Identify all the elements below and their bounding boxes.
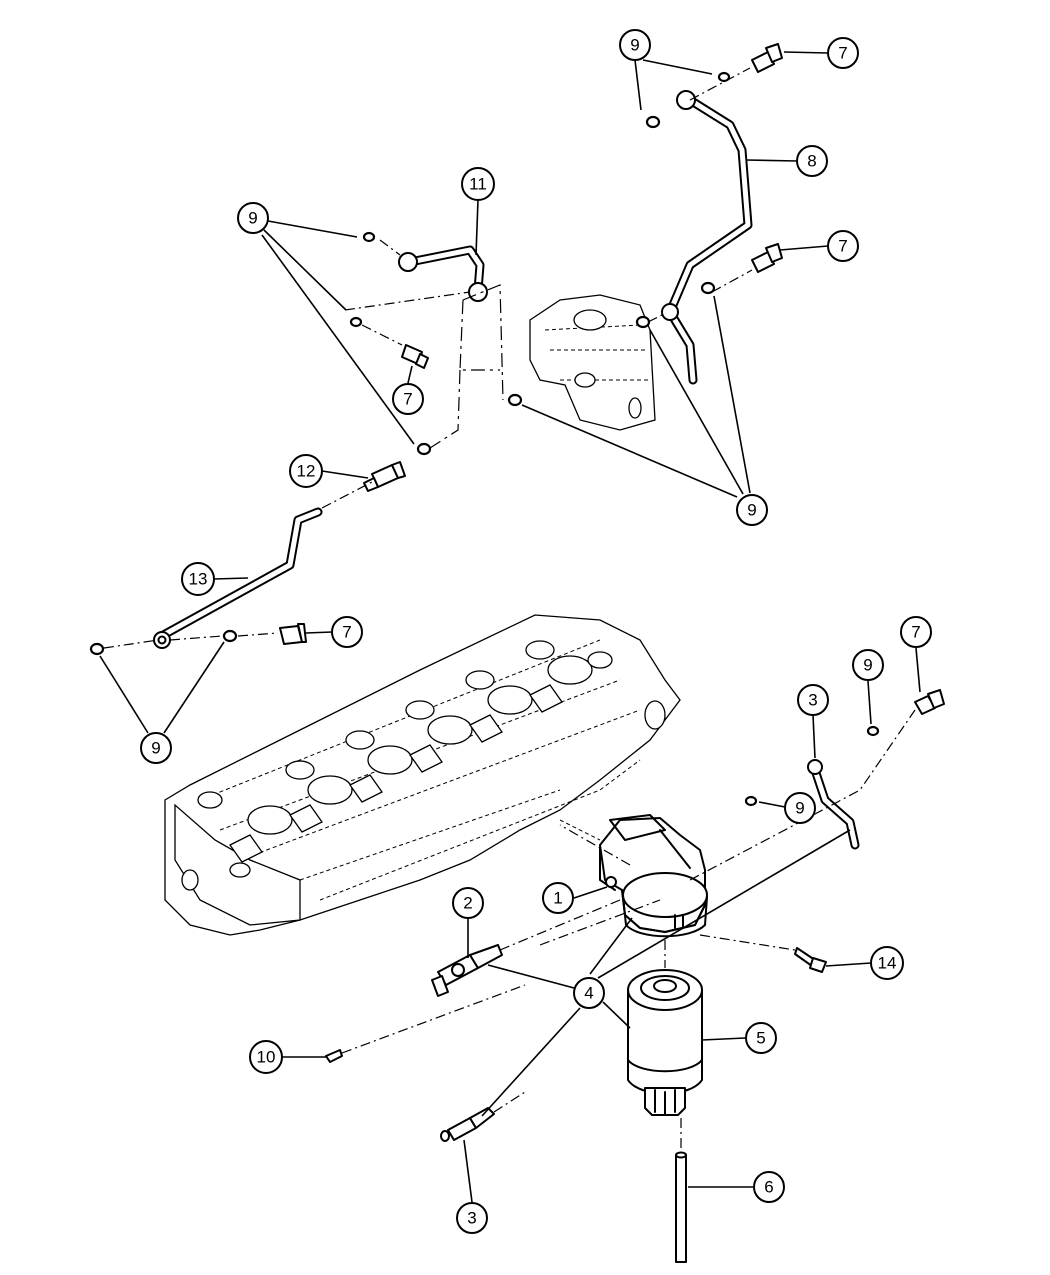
injection-pump xyxy=(529,294,656,431)
washer-9-right-lower xyxy=(744,795,758,807)
washer-9-left-a xyxy=(89,642,105,656)
callout-3-upper: 3 xyxy=(797,684,829,716)
callout-12: 12 xyxy=(289,454,323,488)
callout-5-label: 5 xyxy=(756,1029,765,1048)
callout-9-lower-left-label: 9 xyxy=(151,739,160,758)
washer-9-left-b xyxy=(222,629,238,643)
callout-7-left-label: 7 xyxy=(342,623,351,642)
callout-7-left: 7 xyxy=(331,616,363,648)
callout-14: 14 xyxy=(870,946,904,980)
banjo-bolt-7-right xyxy=(914,689,945,715)
callout-9-right-label: 9 xyxy=(863,656,872,675)
washer-9-ul-a xyxy=(362,231,376,243)
banjo-bolt-7-ur-top xyxy=(751,43,783,73)
washer-9-ul-b xyxy=(349,316,363,328)
callout-7-upper-left-label: 7 xyxy=(403,390,412,409)
callout-9-right-lower: 9 xyxy=(784,792,816,824)
callout-7-right: 7 xyxy=(900,616,932,648)
washer-9-pump-c xyxy=(700,281,716,295)
sensor-part-2 xyxy=(431,944,503,997)
callout-11-label: 11 xyxy=(469,175,487,194)
banjo-bolt-7-left xyxy=(279,623,307,645)
callout-1-label: 1 xyxy=(553,889,562,908)
callout-6-label: 6 xyxy=(764,1178,773,1197)
callout-3-lower-label: 3 xyxy=(467,1209,476,1228)
washer-9-ul-c xyxy=(416,442,432,456)
callout-13-label: 13 xyxy=(189,570,208,589)
callout-10: 10 xyxy=(249,1040,283,1074)
callout-9-top-right-label: 9 xyxy=(630,36,639,55)
washer-9-ur-b xyxy=(645,115,661,129)
callout-3-upper-label: 3 xyxy=(808,691,817,710)
fuel-filter-housing xyxy=(599,814,708,938)
callout-9-right-lower-label: 9 xyxy=(795,799,804,818)
callout-7-mid-right: 7 xyxy=(827,230,859,262)
banjo-bolt-7-ur-mid xyxy=(751,243,783,273)
callout-2: 2 xyxy=(452,887,484,919)
callout-1: 1 xyxy=(542,882,574,914)
callout-7-right-label: 7 xyxy=(911,623,920,642)
callout-9-right: 9 xyxy=(852,649,884,681)
leader-lines xyxy=(99,51,921,1203)
callout-9-upper-left: 9 xyxy=(237,202,269,234)
washer-9-right-upper xyxy=(866,725,880,737)
engine-cylinder-head xyxy=(164,614,681,936)
callout-9-lower-left: 9 xyxy=(140,732,172,764)
fuel-filter-element xyxy=(627,969,703,1116)
callout-8-label: 8 xyxy=(807,152,816,171)
callout-7-mid-right-label: 7 xyxy=(838,237,847,256)
tube-part-13 xyxy=(153,507,323,649)
callout-9-pump-label: 9 xyxy=(747,501,756,520)
bolt-part-10 xyxy=(325,1049,343,1063)
callout-7-upper-left: 7 xyxy=(392,383,424,415)
sensor-part-3-lower xyxy=(440,1091,526,1142)
drain-tube xyxy=(675,1118,687,1263)
callout-4-label: 4 xyxy=(584,984,593,1003)
bolt-part-14 xyxy=(794,947,827,973)
tube-part-3-upper xyxy=(807,759,860,850)
callout-14-label: 14 xyxy=(878,954,897,973)
callout-2-label: 2 xyxy=(463,894,472,913)
callout-13: 13 xyxy=(181,562,215,596)
fitting-part-12 xyxy=(363,461,406,492)
callout-11: 11 xyxy=(461,167,495,201)
callout-3-lower: 3 xyxy=(456,1202,488,1234)
banjo-bolt-7-upper-left xyxy=(401,344,429,369)
callout-7-top-right: 7 xyxy=(827,37,859,69)
callout-6: 6 xyxy=(753,1171,785,1203)
tube-part-8 xyxy=(661,90,753,385)
callout-4: 4 xyxy=(573,977,605,1009)
callout-9-top-right: 9 xyxy=(619,29,651,61)
washer-9-pump-b xyxy=(635,315,651,329)
callout-7-top-right-label: 7 xyxy=(838,44,847,63)
callout-9-upper-left-label: 9 xyxy=(248,209,257,228)
washer-9-ur-a xyxy=(717,71,731,83)
callout-12-label: 12 xyxy=(297,462,316,481)
phantom-lines xyxy=(341,709,916,1054)
tube-part-11 xyxy=(398,245,488,302)
callout-8: 8 xyxy=(796,145,828,177)
washer-9-pump-a xyxy=(507,393,523,407)
callout-10-label: 10 xyxy=(257,1048,276,1067)
callout-5: 5 xyxy=(745,1022,777,1054)
callout-9-pump: 9 xyxy=(736,494,768,526)
